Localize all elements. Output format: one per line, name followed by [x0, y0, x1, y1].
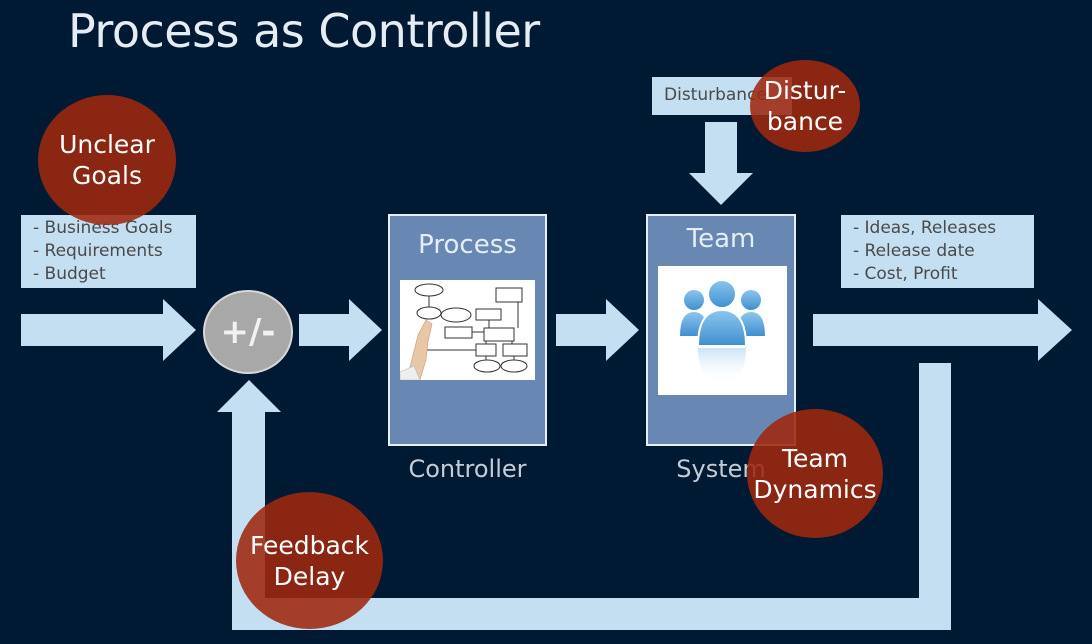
controller-block: Process	[388, 214, 547, 446]
flowchart-image	[399, 280, 535, 381]
controller-to-system-arrow	[556, 299, 639, 361]
issue-team-dynamics: Team Dynamics	[747, 409, 883, 538]
issue-feedback-delay: Feedback Delay	[236, 492, 383, 629]
team-image	[658, 266, 787, 395]
sum-junction: +/-	[203, 290, 293, 374]
input-item: - Requirements	[33, 241, 163, 261]
issue-label-line: Delay	[273, 561, 346, 591]
flowchart-icon	[399, 283, 528, 381]
people-group-icon	[680, 279, 765, 384]
issue-label-line: Unclear	[59, 130, 155, 159]
disturbance-label: Disturbance	[664, 85, 767, 105]
issue-label-line: Goals	[72, 161, 142, 190]
output-arrow	[813, 299, 1072, 361]
output-item: - Release date	[853, 241, 975, 261]
controller-title: Process	[418, 230, 517, 260]
issue-disturbance: Distur- bance	[750, 60, 860, 152]
issue-label-line: Team	[781, 443, 849, 473]
system-title: Team	[686, 224, 756, 254]
output-item: - Cost, Profit	[853, 264, 958, 284]
sum-symbol: +/-	[220, 312, 276, 352]
output-item: - Ideas, Releases	[853, 218, 997, 238]
sum-to-controller-arrow	[299, 299, 382, 361]
issue-label-line: Dynamics	[753, 474, 877, 504]
inputs-box: - Business Goals - Requirements - Budget	[21, 215, 196, 288]
outputs-box: - Ideas, Releases - Release date - Cost,…	[841, 215, 1034, 288]
system-block: Team	[646, 214, 796, 446]
controller-caption: Controller	[408, 455, 527, 483]
issue-unclear-goals: Unclear Goals	[38, 95, 176, 225]
disturbance-arrow	[689, 122, 753, 205]
slide-title: Process as Controller	[68, 4, 540, 58]
issue-label-line: Feedback	[249, 530, 370, 560]
input-item: - Business Goals	[33, 218, 173, 238]
issue-label-line: Distur-	[763, 76, 847, 105]
issue-label-line: bance	[766, 107, 844, 136]
input-arrow	[21, 299, 196, 361]
input-item: - Budget	[33, 264, 106, 284]
